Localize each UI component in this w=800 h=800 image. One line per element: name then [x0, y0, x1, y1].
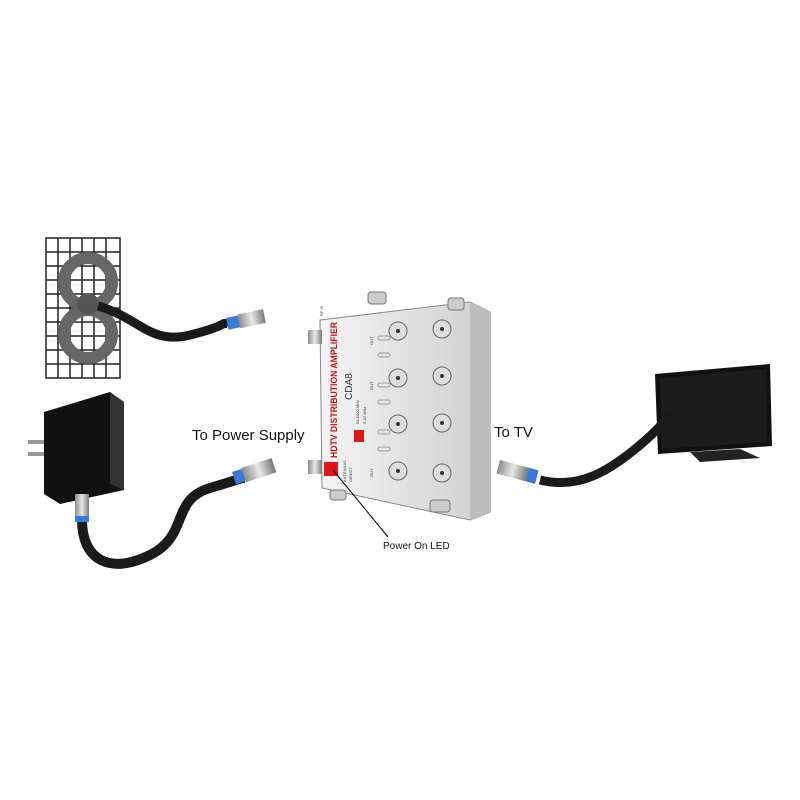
brand-line-1: ANTENNAS: [342, 460, 347, 482]
antenna-connector: [226, 309, 266, 330]
to-tv-label: To TV: [494, 424, 533, 441]
out-label-3: OUT: [369, 468, 374, 477]
power-connector: [232, 458, 277, 485]
out-label-2: OUT: [369, 381, 374, 390]
adapter-connector: [75, 494, 89, 522]
to-power-supply-label: To Power Supply: [192, 427, 305, 444]
power-on-led-label: Power On LED: [383, 541, 450, 552]
device-title: HDTV DISTRIBUTION AMPLIFIER: [329, 322, 339, 458]
output-ports: [388, 319, 452, 483]
freq-2-label: 5-42 MHz: [362, 407, 367, 424]
tv-connector: [496, 460, 539, 484]
rf-in-label: RF IN: [319, 305, 324, 316]
device-model: CDA8: [344, 373, 355, 400]
out-label-1: OUT: [369, 336, 374, 345]
antenna-cable: [96, 301, 230, 342]
brand-line-2: DIRECT: [348, 467, 353, 482]
tv: [655, 364, 772, 462]
distribution-amplifier: HDTV DISTRIBUTION AMPLIFIER RF IN CDA8 5…: [308, 291, 491, 521]
freq-1-label: 54-1000 MHz: [355, 400, 360, 424]
led-pointer-line: [332, 469, 389, 538]
tv-cable: [538, 407, 682, 488]
switch: [354, 430, 364, 442]
power-adapter: [28, 392, 124, 504]
